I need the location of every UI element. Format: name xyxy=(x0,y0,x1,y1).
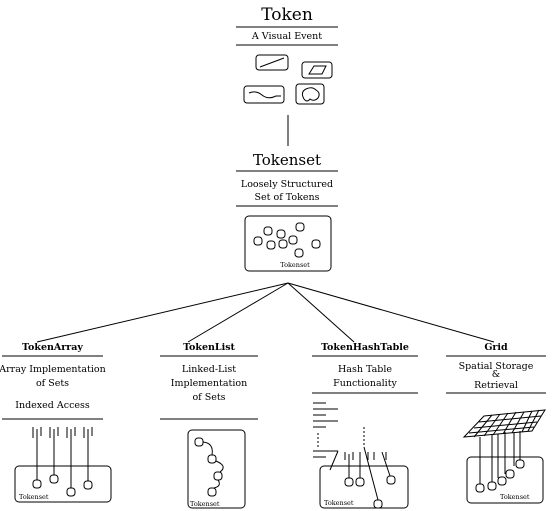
token-glyph-line xyxy=(255,54,289,71)
tokenarray-illustration xyxy=(14,427,112,503)
tokenlist-illustration xyxy=(187,429,246,509)
tokenlist-desc-line1: Linked-List xyxy=(181,364,237,375)
tokenset-title: Tokenset xyxy=(252,151,322,169)
grid-desc-line3: Retrieval xyxy=(474,380,518,391)
token-subtitle: A Visual Event xyxy=(251,31,323,42)
tokenarray-desc-line2: of Sets xyxy=(35,378,70,389)
token-glyph-parallelogram xyxy=(301,61,333,79)
tokenhashtable-desc-line1: Hash Table xyxy=(338,364,392,375)
tokenhashtable-title: TokenHashTable xyxy=(321,342,409,353)
grid-desc-line1: Spatial Storage xyxy=(458,361,534,372)
token-glyph-blob xyxy=(295,83,325,105)
tokenlist-box-label: Tokenset xyxy=(190,500,220,508)
grid-box-label: Tokenset xyxy=(500,493,530,501)
tokenset-box xyxy=(244,215,332,272)
tokenhashtable-box-label: Tokenset xyxy=(324,499,354,507)
tokenlist-desc-line3: of Sets xyxy=(192,392,226,403)
token-glyph-wave xyxy=(243,85,285,104)
grid-illustration xyxy=(462,409,546,504)
tokenhashtable-desc-line2: Functionality xyxy=(333,378,397,389)
tokenset-box-label: Tokenset xyxy=(280,261,310,269)
tokenset-desc-line1: Loosely Structured xyxy=(240,179,334,190)
tokenarray-desc-line3: Indexed Access xyxy=(15,400,90,411)
tokenarray-box-label: Tokenset xyxy=(19,493,49,501)
tokenarray-desc-line1: Array Implementation xyxy=(0,364,106,375)
tokenset-desc-line2: Set of Tokens xyxy=(254,192,320,203)
token-title: Token xyxy=(261,5,313,25)
fan-out-lines xyxy=(36,282,495,343)
tokenlist-desc-line2: Implementation xyxy=(170,378,248,389)
grid-title: Grid xyxy=(484,342,508,353)
grid-desc-line2: & xyxy=(491,369,501,380)
tokenarray-title: TokenArray xyxy=(22,342,83,353)
tokenlist-title: TokenList xyxy=(183,342,235,353)
tokenhashtable-illustration xyxy=(313,402,409,509)
